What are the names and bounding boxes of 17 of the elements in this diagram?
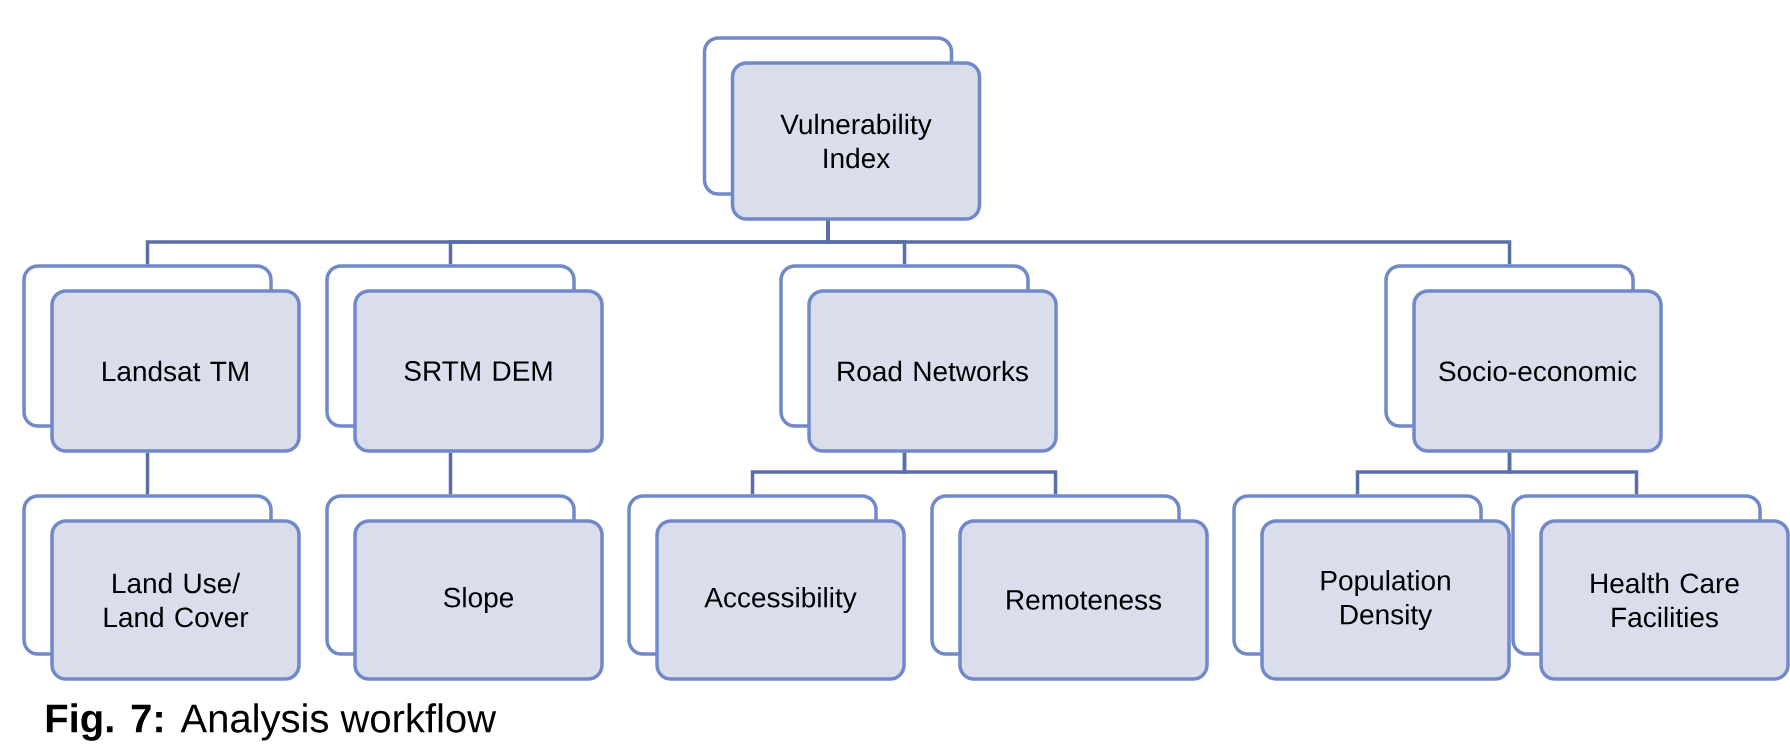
connector-line: [902, 452, 1058, 495]
process-box: Accessibility: [627, 494, 906, 681]
connector-line: [448, 452, 453, 495]
process-box: Vulnerability Index: [702, 36, 982, 221]
process-box: Slope: [325, 494, 604, 681]
figure-caption: Fig. 7: Analysis workflow: [46, 703, 497, 741]
process-box: Remoteness: [930, 494, 1209, 681]
process-box: Population Density: [1232, 494, 1511, 681]
connector-line: [145, 452, 150, 495]
process-box: Landsat TM: [22, 264, 301, 453]
process-box: Socio-economic: [1384, 264, 1663, 453]
connector-line: [1507, 452, 1639, 495]
connector-line: [826, 220, 1512, 265]
process-box: Land Use/ Land Cover: [22, 494, 301, 681]
process-box: Health Care Facilities: [1511, 494, 1790, 681]
process-box: SRTM DEM: [325, 264, 604, 453]
process-box: Road Networks: [779, 264, 1058, 453]
